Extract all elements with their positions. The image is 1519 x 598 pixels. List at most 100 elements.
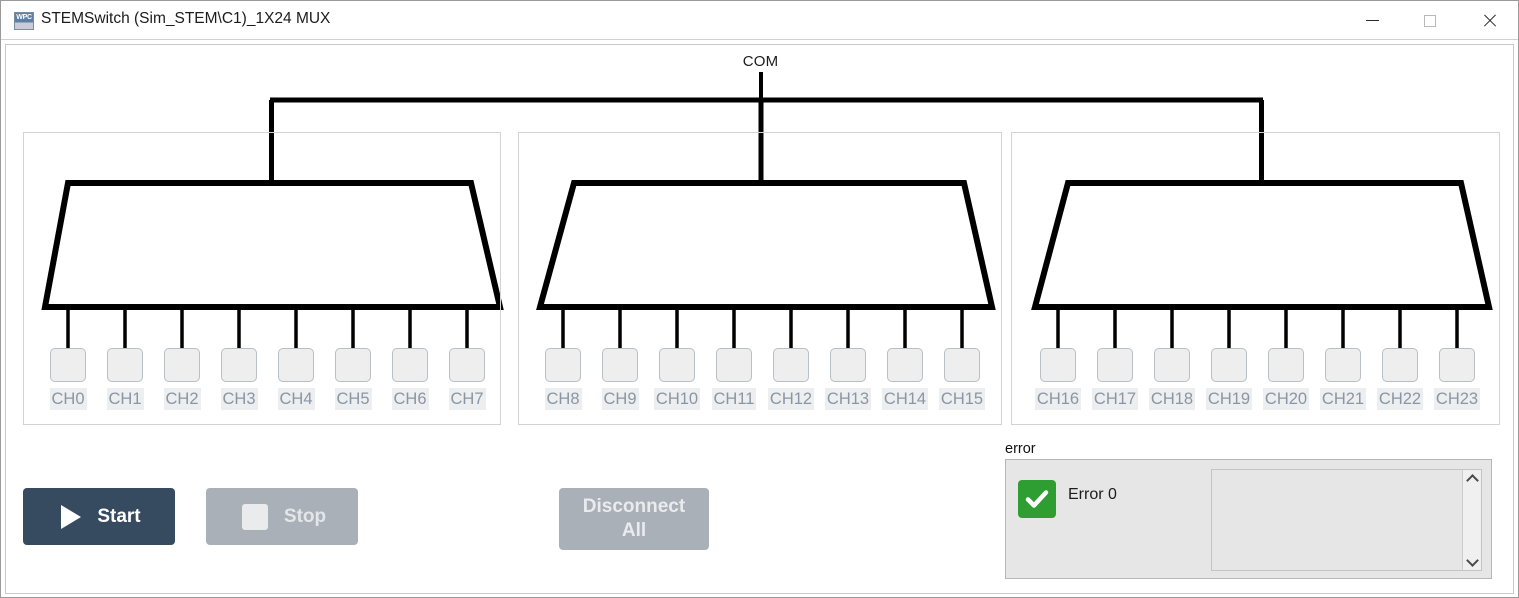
channel-CH18[interactable]: CH18 — [1148, 348, 1196, 410]
channel-CH8[interactable]: CH8 — [544, 348, 582, 410]
channel-CH2[interactable]: CH2 — [163, 348, 201, 410]
channel-label-CH23: CH23 — [1433, 388, 1481, 410]
channel-CH14[interactable]: CH14 — [881, 348, 929, 410]
disconnect-all-label-line2: All — [621, 520, 647, 541]
channel-label-CH6: CH6 — [391, 388, 429, 410]
channel-stub-group-0 — [66, 307, 469, 348]
channel-label-CH18: CH18 — [1148, 388, 1196, 410]
channel-toggle-CH21[interactable] — [1325, 348, 1361, 382]
com-label: COM — [742, 53, 779, 70]
channel-label-CH0: CH0 — [49, 388, 87, 410]
channel-CH7[interactable]: CH7 — [448, 348, 486, 410]
channel-label-CH17: CH17 — [1091, 388, 1139, 410]
channel-row-0: CH0 CH1 CH2 CH3 CH4 CH5 — [49, 348, 486, 420]
channel-CH17[interactable]: CH17 — [1091, 348, 1139, 410]
channel-CH21[interactable]: CH21 — [1319, 348, 1367, 410]
channel-toggle-CH4[interactable] — [278, 348, 314, 382]
channel-CH16[interactable]: CH16 — [1034, 348, 1082, 410]
close-button[interactable] — [1465, 1, 1513, 40]
channel-CH1[interactable]: CH1 — [106, 348, 144, 410]
wpc-logo-text: WPC — [16, 14, 32, 21]
channel-label-CH3: CH3 — [220, 388, 258, 410]
maximize-button[interactable] — [1406, 1, 1454, 40]
channel-toggle-CH10[interactable] — [659, 348, 695, 382]
disconnect-all-label-line1: Disconnect — [582, 496, 686, 517]
channel-CH3[interactable]: CH3 — [220, 348, 258, 410]
error-message-scrollbar[interactable] — [1462, 470, 1481, 570]
channel-toggle-CH15[interactable] — [944, 348, 980, 382]
channel-CH22[interactable]: CH22 — [1376, 348, 1424, 410]
wpc-logo-icon: WPC — [14, 12, 34, 30]
stop-button-label: Stop — [283, 505, 327, 527]
channel-toggle-CH11[interactable] — [716, 348, 752, 382]
start-button-label: Start — [97, 505, 141, 527]
channel-stub-group-2 — [1056, 307, 1459, 348]
green-check-icon — [1018, 480, 1056, 518]
minimize-button[interactable] — [1348, 1, 1396, 40]
channel-CH19[interactable]: CH19 — [1205, 348, 1253, 410]
channel-label-CH21: CH21 — [1319, 388, 1367, 410]
channel-label-CH20: CH20 — [1262, 388, 1310, 410]
channel-toggle-CH17[interactable] — [1097, 348, 1133, 382]
channel-CH9[interactable]: CH9 — [601, 348, 639, 410]
channel-toggle-CH1[interactable] — [107, 348, 143, 382]
stop-button[interactable]: Stop — [206, 488, 358, 545]
mux-group-panel-2 — [1011, 132, 1500, 425]
channel-CH13[interactable]: CH13 — [824, 348, 872, 410]
channel-toggle-CH12[interactable] — [773, 348, 809, 382]
chevron-up-icon[interactable] — [1466, 473, 1478, 485]
channel-toggle-CH18[interactable] — [1154, 348, 1190, 382]
channel-label-CH10: CH10 — [653, 388, 701, 410]
channel-toggle-CH16[interactable] — [1040, 348, 1076, 382]
mux-body-2 — [1031, 180, 1493, 310]
disconnect-all-button[interactable]: Disconnect All — [559, 488, 709, 550]
play-icon — [61, 504, 82, 529]
channel-toggle-CH20[interactable] — [1268, 348, 1304, 382]
channel-toggle-CH7[interactable] — [449, 348, 485, 382]
channel-label-CH1: CH1 — [106, 388, 144, 410]
channel-toggle-CH14[interactable] — [887, 348, 923, 382]
channel-label-CH4: CH4 — [277, 388, 315, 410]
channel-toggle-CH0[interactable] — [50, 348, 86, 382]
channel-CH23[interactable]: CH23 — [1433, 348, 1481, 410]
channel-toggle-CH13[interactable] — [830, 348, 866, 382]
close-icon — [1482, 13, 1497, 28]
channel-label-CH5: CH5 — [334, 388, 372, 410]
channel-label-CH12: CH12 — [767, 388, 815, 410]
channel-CH5[interactable]: CH5 — [334, 348, 372, 410]
mux-body-1 — [536, 180, 996, 310]
mux-group-panel-1 — [518, 132, 1002, 425]
error-message-field[interactable] — [1211, 469, 1482, 571]
channel-toggle-CH9[interactable] — [602, 348, 638, 382]
channel-row-2: CH16 CH17 CH18 CH19 CH20 CH21 — [1034, 348, 1481, 420]
channel-toggle-CH2[interactable] — [164, 348, 200, 382]
error-cluster: Error 0 — [1005, 459, 1492, 579]
channel-toggle-CH23[interactable] — [1439, 348, 1475, 382]
channel-toggle-CH22[interactable] — [1382, 348, 1418, 382]
channel-toggle-CH5[interactable] — [335, 348, 371, 382]
channel-toggle-CH3[interactable] — [221, 348, 257, 382]
chevron-down-icon[interactable] — [1466, 555, 1478, 567]
channel-CH15[interactable]: CH15 — [938, 348, 986, 410]
channel-toggle-CH19[interactable] — [1211, 348, 1247, 382]
channel-stub-group-1 — [561, 307, 964, 348]
channel-label-CH7: CH7 — [448, 388, 486, 410]
title-bar: WPC STEMSwitch (Sim_STEM\C1)_1X24 MUX — [1, 1, 1518, 40]
channel-toggle-CH8[interactable] — [545, 348, 581, 382]
channel-CH10[interactable]: CH10 — [653, 348, 701, 410]
channel-CH0[interactable]: CH0 — [49, 348, 87, 410]
channel-CH6[interactable]: CH6 — [391, 348, 429, 410]
channel-CH20[interactable]: CH20 — [1262, 348, 1310, 410]
error-cluster-caption: error — [1005, 441, 1036, 457]
channel-CH12[interactable]: CH12 — [767, 348, 815, 410]
channel-toggle-CH6[interactable] — [392, 348, 428, 382]
channel-label-CH16: CH16 — [1034, 388, 1082, 410]
channel-CH4[interactable]: CH4 — [277, 348, 315, 410]
channel-label-CH11: CH11 — [711, 388, 757, 410]
start-button[interactable]: Start — [23, 488, 175, 545]
channel-label-CH8: CH8 — [544, 388, 582, 410]
channel-CH11[interactable]: CH11 — [711, 348, 757, 410]
window-title: STEMSwitch (Sim_STEM\C1)_1X24 MUX — [41, 10, 331, 27]
channel-label-CH13: CH13 — [824, 388, 872, 410]
mux-group-panel-0 — [23, 132, 501, 425]
